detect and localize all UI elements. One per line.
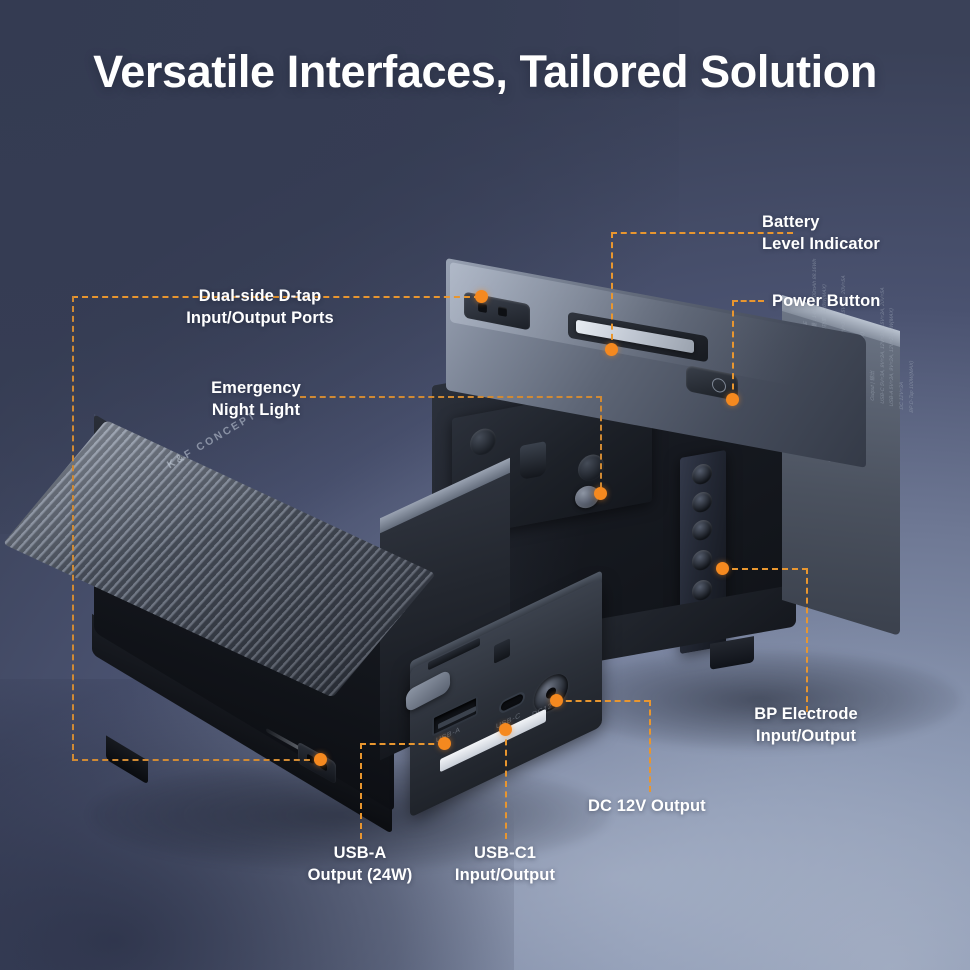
spec-print-line: DC 12V=3A	[898, 381, 905, 411]
callout-battery-level-indicator: Battery Level Indicator	[762, 213, 880, 253]
callout-usb-a-output: USB-A Output (24W)	[307, 844, 413, 884]
page-title: Versatile Interfaces, Tailored Solution	[93, 46, 877, 97]
hotspot-dtap-port-bottom[interactable]	[314, 753, 327, 766]
bp-contact-hole	[692, 578, 712, 602]
callout-dc-12v-output: DC 12V Output	[588, 797, 706, 815]
hotspot-usb-c1-port[interactable]	[499, 723, 512, 736]
spec-print-line: USB-A 5V=3A, 9V=2A, 12V=2A, 3W(MAX)	[889, 307, 896, 408]
callout-bp-electrode: BP Electrode Input/Output	[754, 705, 858, 745]
hotspot-battery-level-indicator[interactable]	[605, 343, 618, 356]
callout-dual-side-dtap: Dual-side D-tap Input/Output Ports	[186, 287, 334, 327]
bp-contact-hole	[692, 462, 712, 486]
leader-line-dtap-top-h	[72, 296, 480, 298]
hotspot-emergency-night-light[interactable]	[594, 487, 607, 500]
leader-line-usb-c1-v	[505, 729, 507, 839]
leader-line-usb-a-h	[360, 743, 444, 745]
leader-line-dc-output-v	[649, 700, 651, 792]
callout-usb-c1: USB-C1 Input/Output	[454, 844, 556, 884]
leader-line-dtap-bottom-h	[72, 759, 320, 761]
leader-line-power-button-h	[732, 300, 764, 302]
leader-line-usb-a-v	[360, 743, 362, 839]
callout-power-button: Power Button	[772, 292, 881, 310]
callout-emergency-night-light: Emergency Night Light	[211, 379, 301, 419]
hotspot-bp-electrode[interactable]	[716, 562, 729, 575]
bp-contact-hole	[692, 490, 712, 514]
leader-line-battery-indicator-h	[611, 232, 793, 234]
leader-line-battery-indicator-v	[611, 232, 613, 350]
hotspot-dtap-port-top[interactable]	[475, 290, 488, 303]
hotspot-usb-a-port[interactable]	[438, 737, 451, 750]
bp-contact-hole	[692, 518, 712, 542]
leader-line-bp-electrode-h	[722, 568, 808, 570]
leader-line-power-button-v	[732, 300, 734, 400]
spec-print-line: BP D-Tap 100W(MAX)	[908, 359, 915, 414]
leader-line-night-light-v	[600, 396, 602, 498]
hotspot-dc-12v-output[interactable]	[550, 694, 563, 707]
leader-line-night-light-h	[300, 396, 602, 398]
leader-line-dtap-side-v	[72, 296, 74, 760]
leader-line-dc-output-h	[556, 700, 650, 702]
leader-line-bp-electrode-v	[806, 568, 808, 712]
hotspot-power-button[interactable]	[726, 393, 739, 406]
spec-print-line: USB-C 5V=3A, 9V=3A, 12V=3A, 15V=3A, 20V=…	[879, 286, 886, 405]
bp-contact-hole	[692, 548, 712, 572]
